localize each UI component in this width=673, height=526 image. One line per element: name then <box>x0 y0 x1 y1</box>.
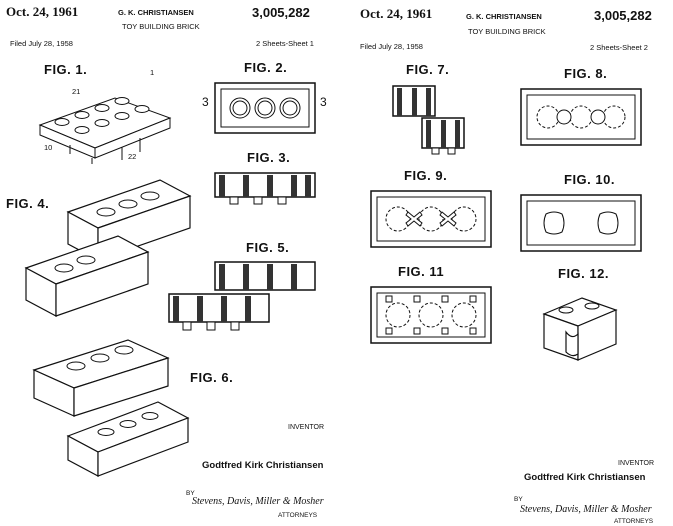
section-3-right: 3 <box>320 95 327 109</box>
patent-date: Oct. 24, 1961 <box>6 4 79 19</box>
attorney-signature: Stevens, Davis, Miller & Mosher <box>192 496 324 507</box>
filed-date: Filed July 28, 1958 <box>360 42 423 51</box>
attorney-signature: Stevens, Davis, Miller & Mosher <box>520 504 652 515</box>
patent-number: 3,005,282 <box>594 8 652 23</box>
filed-date: Filed July 28, 1958 <box>10 39 73 48</box>
patent-sheet-2: Oct. 24, 1961 G. K. CHRISTIANSEN 3,005,2… <box>336 0 673 526</box>
fig-9-label: FIG. 9. <box>404 168 448 183</box>
fig-4-drawing <box>20 170 195 320</box>
fig-10-label: FIG. 10. <box>564 172 615 187</box>
by-label: BY <box>514 496 523 503</box>
patent-date: Oct. 24, 1961 <box>360 6 433 21</box>
section-3-left: 3 <box>202 95 209 109</box>
fig-7-drawing <box>388 80 478 160</box>
fig-3-label: FIG. 3. <box>247 150 291 165</box>
inventor-name: Godtfred Kirk Christiansen <box>524 472 646 483</box>
inventor-header: G. K. CHRISTIANSEN <box>118 8 194 17</box>
fig-8-drawing <box>516 84 646 152</box>
ref-1: 1 <box>150 68 155 77</box>
fig-11-drawing <box>366 282 496 350</box>
inventor-name: Godtfred Kirk Christiansen <box>202 460 324 471</box>
by-label: BY <box>186 490 195 497</box>
fig-11-label: FIG. 11 <box>398 264 445 279</box>
fig-5-label: FIG. 5. <box>246 240 290 255</box>
inventor-header: G. K. CHRISTIANSEN <box>466 12 542 21</box>
fig-2-drawing <box>210 78 320 140</box>
fig-4-label: FIG. 4. <box>6 196 50 211</box>
sheet-count: 2 Sheets-Sheet 2 <box>590 43 648 52</box>
inventor-label: INVENTOR <box>288 424 325 431</box>
fig-3-drawing <box>210 168 320 208</box>
patent-sheet-1: Oct. 24, 1961 G. K. CHRISTIANSEN 3,005,2… <box>0 0 336 526</box>
fig-12-label: FIG. 12. <box>558 266 609 281</box>
ref-10: 10 <box>44 143 53 152</box>
fig-9-drawing <box>366 186 496 254</box>
fig-10-drawing <box>516 190 646 258</box>
patent-number: 3,005,282 <box>252 5 310 20</box>
fig-6-drawing <box>28 330 198 480</box>
fig-1-drawing <box>30 70 180 170</box>
patent-title: TOY BUILDING BRICK <box>468 27 546 36</box>
sheet-count: 2 Sheets-Sheet 1 <box>256 39 314 48</box>
fig-5-drawing <box>165 258 325 338</box>
patent-title: TOY BUILDING BRICK <box>122 22 200 31</box>
ref-22: 22 <box>128 152 137 161</box>
fig-6-label: FIG. 6. <box>190 370 234 385</box>
ref-21: 21 <box>72 87 81 96</box>
fig-1-label: FIG. 1. <box>44 62 88 77</box>
inventor-label: INVENTOR <box>618 460 655 467</box>
fig-12-drawing <box>536 288 626 368</box>
attorneys-label: ATTORNEYS <box>614 518 654 525</box>
attorneys-label: ATTORNEYS <box>278 512 318 519</box>
fig-8-label: FIG. 8. <box>564 66 608 81</box>
fig-7-label: FIG. 7. <box>406 62 450 77</box>
fig-2-label: FIG. 2. <box>244 60 288 75</box>
